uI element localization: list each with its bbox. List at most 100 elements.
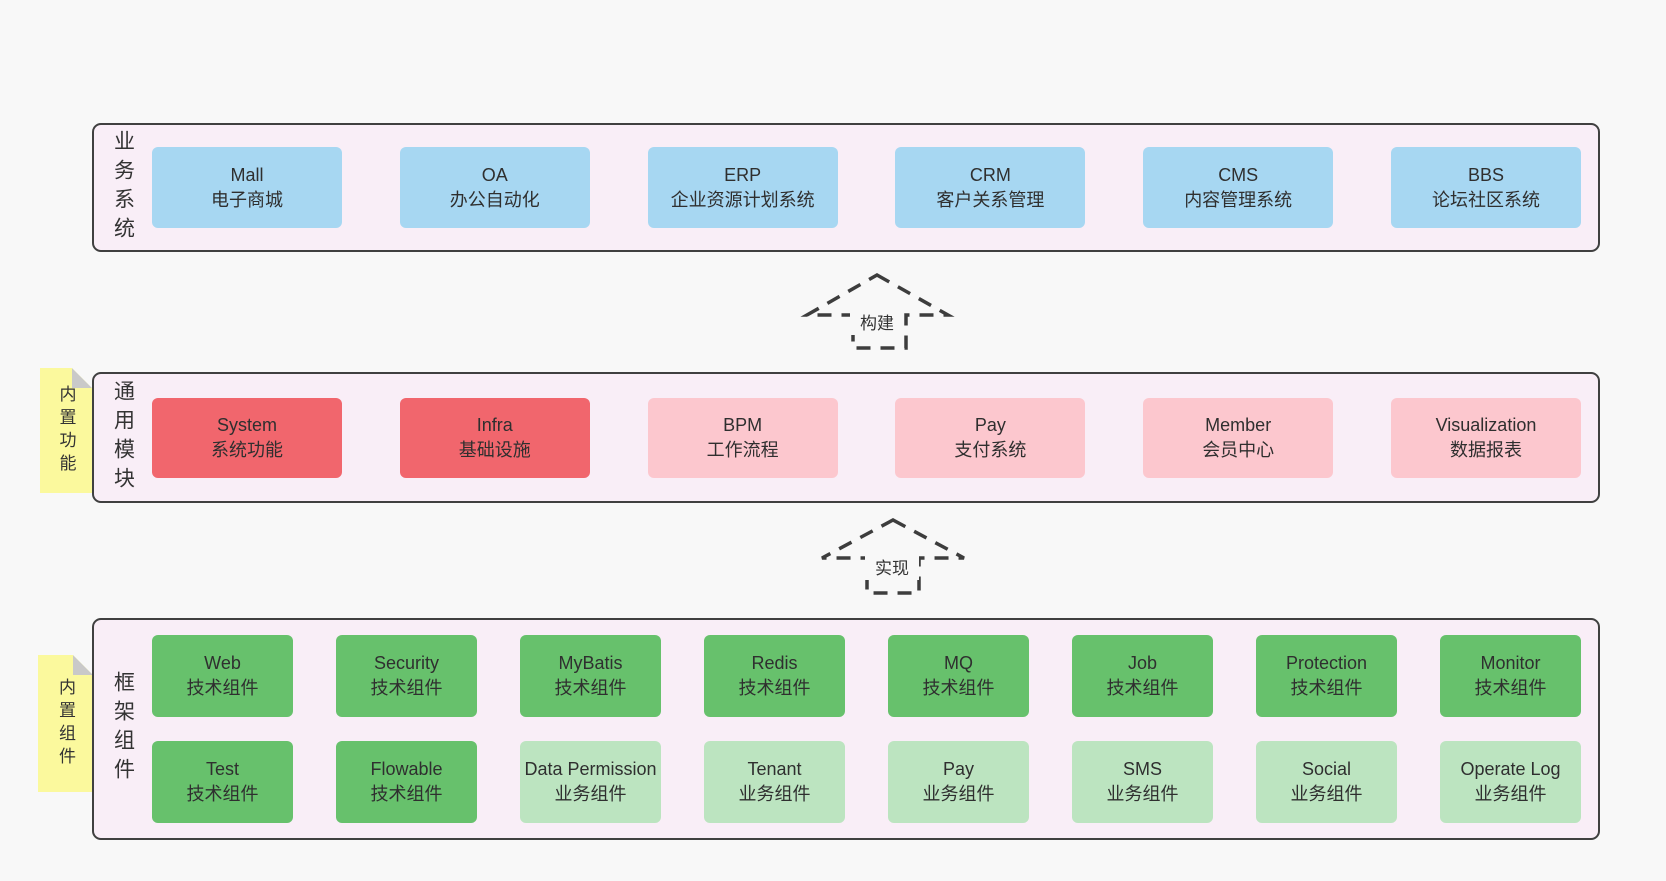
- box-subtitle: 业务组件: [922, 784, 995, 804]
- business-boxes-row: Mall 电子商城 OA 办公自动化 ERP 企业资源计划系统 CRM 客户关系…: [152, 125, 1598, 250]
- box-subtitle: 技术组件: [186, 678, 259, 698]
- box-mq: MQ 技术组件: [888, 635, 1029, 717]
- box-subtitle: 支付系统: [954, 439, 1027, 460]
- framework-components-panel: 框架组件 Web 技术组件 Security 技术组件 MyBatis 技术组件…: [92, 618, 1600, 840]
- box-title: Monitor: [1480, 653, 1541, 673]
- box-operate-log: Operate Log 业务组件: [1440, 741, 1581, 823]
- box-subtitle: 技术组件: [922, 678, 995, 698]
- box-title: Pay: [942, 759, 975, 779]
- folded-corner-icon: [73, 655, 93, 675]
- box-subtitle: 技术组件: [186, 784, 259, 804]
- components-row-2: Test 技术组件 Flowable 技术组件 Data Permission …: [152, 741, 1581, 823]
- box-subtitle: 办公自动化: [449, 189, 540, 210]
- box-title: CMS: [1218, 164, 1259, 185]
- box-title: Protection: [1285, 653, 1368, 673]
- box-subtitle: 技术组件: [1474, 678, 1547, 698]
- box-subtitle: 技术组件: [370, 678, 443, 698]
- box-erp: ERP 企业资源计划系统: [647, 147, 838, 228]
- box-title: OA: [481, 164, 508, 185]
- panel-title: 框架组件: [111, 671, 135, 787]
- box-title: Web: [204, 653, 241, 673]
- box-job: Job 技术组件: [1072, 635, 1213, 717]
- box-title: Mall: [230, 164, 264, 185]
- box-title: CRM: [969, 164, 1011, 185]
- box-security: Security 技术组件: [336, 635, 477, 717]
- box-title: System: [216, 414, 277, 435]
- box-sms: SMS 业务组件: [1072, 741, 1213, 823]
- box-member: Member 会员中心: [1143, 397, 1334, 478]
- box-cms: CMS 内容管理系统: [1143, 147, 1334, 228]
- business-systems-panel: 业务系统 Mall 电子商城 OA 办公自动化 ERP 企业资源计划系统 CRM…: [92, 123, 1600, 252]
- box-subtitle: 内容管理系统: [1184, 189, 1293, 210]
- box-protection: Protection 技术组件: [1256, 635, 1397, 717]
- box-title: MQ: [944, 653, 973, 673]
- box-title: Infra: [476, 414, 513, 435]
- box-subtitle: 业务组件: [1474, 784, 1547, 804]
- box-subtitle: 电子商城: [211, 189, 283, 210]
- folded-corner-icon: [72, 368, 92, 388]
- build-arrow-label: 构建: [850, 308, 904, 335]
- build-arrow: 构建: [800, 268, 960, 356]
- box-subtitle: 技术组件: [554, 678, 627, 698]
- box-mall: Mall 电子商城: [152, 147, 342, 228]
- box-title: BBS: [1467, 164, 1504, 185]
- box-tenant: Tenant 业务组件: [704, 741, 845, 823]
- box-title: Social: [1301, 759, 1352, 779]
- box-social: Social 业务组件: [1256, 741, 1397, 823]
- box-infra: Infra 基础设施: [399, 397, 590, 478]
- box-subtitle: 技术组件: [1290, 678, 1363, 698]
- box-system: System 系统功能: [152, 397, 342, 478]
- implement-arrow: 实现: [815, 513, 975, 601]
- panel-label-column: 业务系统: [94, 125, 152, 250]
- box-subtitle: 业务组件: [554, 784, 627, 804]
- box-pay: Pay 支付系统: [895, 397, 1086, 478]
- box-title: BPM: [723, 414, 763, 435]
- box-crm: CRM 客户关系管理: [895, 147, 1086, 228]
- modules-boxes-row: System 系统功能 Infra 基础设施 BPM 工作流程 Pay 支付系统…: [152, 374, 1598, 501]
- box-title: Pay: [974, 414, 1006, 435]
- box-title: ERP: [724, 164, 762, 185]
- box-subtitle: 论坛社区系统: [1431, 189, 1540, 210]
- box-mybatis: MyBatis 技术组件: [520, 635, 661, 717]
- box-title: SMS: [1122, 759, 1162, 779]
- box-oa: OA 办公自动化: [399, 147, 590, 228]
- box-flowable: Flowable 技术组件: [336, 741, 477, 823]
- panel-label-column: 框架组件: [94, 620, 152, 838]
- box-title: Visualization: [1435, 414, 1537, 435]
- box-title: Redis: [751, 653, 798, 673]
- box-visualization: Visualization 数据报表: [1390, 397, 1581, 478]
- implement-arrow-label: 实现: [865, 553, 919, 580]
- sticky-note-text: 内置组件: [56, 677, 75, 770]
- box-subtitle: 数据报表: [1449, 439, 1522, 460]
- box-subtitle: 客户关系管理: [936, 189, 1045, 210]
- box-title: Tenant: [747, 759, 802, 779]
- box-subtitle: 会员中心: [1202, 439, 1275, 460]
- box-subtitle: 系统功能: [211, 439, 283, 460]
- box-test: Test 技术组件: [152, 741, 293, 823]
- panel-title: 业务系统: [111, 129, 135, 246]
- box-title: Data Permission: [524, 759, 657, 779]
- box-subtitle: 技术组件: [1106, 678, 1179, 698]
- box-title: Flowable: [370, 759, 443, 779]
- box-title: Test: [205, 759, 239, 779]
- box-subtitle: 基础设施: [458, 439, 531, 460]
- box-subtitle: 业务组件: [738, 784, 811, 804]
- box-subtitle: 业务组件: [1106, 784, 1179, 804]
- box-redis: Redis 技术组件: [704, 635, 845, 717]
- box-title: MyBatis: [558, 653, 623, 673]
- box-subtitle: 工作流程: [706, 439, 779, 460]
- sticky-note-builtin-features: 内置功能: [40, 368, 92, 493]
- common-modules-panel: 通用模块 System 系统功能 Infra 基础设施 BPM 工作流程 Pay…: [92, 372, 1600, 503]
- box-subtitle: 技术组件: [738, 678, 811, 698]
- box-web: Web 技术组件: [152, 635, 293, 717]
- panel-title: 通用模块: [111, 379, 135, 496]
- box-subtitle: 技术组件: [370, 784, 443, 804]
- box-title: Job: [1127, 653, 1158, 673]
- box-subtitle: 业务组件: [1290, 784, 1363, 804]
- box-bpm: BPM 工作流程: [647, 397, 838, 478]
- box-title: Member: [1205, 414, 1272, 435]
- panel-label-column: 通用模块: [94, 374, 152, 501]
- sticky-note-builtin-components: 内置组件: [38, 655, 93, 792]
- components-boxes-grid: Web 技术组件 Security 技术组件 MyBatis 技术组件 Redi…: [152, 620, 1598, 838]
- box-bbs: BBS 论坛社区系统: [1390, 147, 1581, 228]
